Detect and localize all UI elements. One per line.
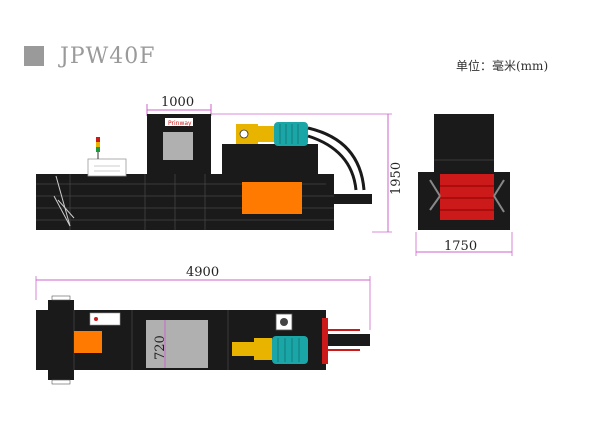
hopper-window: [163, 132, 193, 160]
model-title: JPW40F: [60, 44, 156, 69]
brand-plate-text: Prinway: [168, 120, 192, 127]
dim-label-720: 720: [153, 335, 168, 360]
dim-label-1000: 1000: [161, 95, 194, 110]
brand-plate: [165, 118, 193, 126]
side-view: 1750: [415, 114, 513, 256]
front-view: 1000 1950 Prinway: [36, 95, 404, 233]
pump-top: [232, 342, 254, 356]
dim-label-1950: 1950: [389, 162, 404, 195]
dim-label-4900: 4900: [186, 265, 219, 280]
signal-light-green: [96, 147, 100, 152]
hydraulic-tank: [222, 144, 318, 176]
top-door: [48, 300, 74, 380]
front-orange-panel: [242, 182, 302, 214]
dim-label-1750: 1750: [444, 239, 477, 254]
top-orange-panel: [74, 331, 102, 353]
cylinder-top: [328, 334, 370, 346]
signal-light-yellow: [96, 142, 100, 147]
hose-2: [307, 134, 358, 191]
unit-label: 单位：毫米(mm): [456, 59, 549, 73]
top-control-panel: [89, 312, 121, 326]
header-square-icon: [24, 46, 44, 66]
top-view: 4900 720: [35, 265, 371, 385]
pressure-gauge-icon: [239, 129, 249, 139]
motor-top: [272, 336, 308, 364]
signal-light-red: [96, 137, 100, 142]
hose-1: [307, 126, 366, 191]
control-box: [87, 158, 127, 177]
side-hopper: [434, 114, 494, 174]
cylinder-front: [334, 194, 372, 204]
motor-front: [274, 122, 308, 146]
top-hopper-opening: [146, 320, 208, 368]
top-red-end: [322, 318, 328, 364]
side-red-platen: [440, 174, 494, 220]
